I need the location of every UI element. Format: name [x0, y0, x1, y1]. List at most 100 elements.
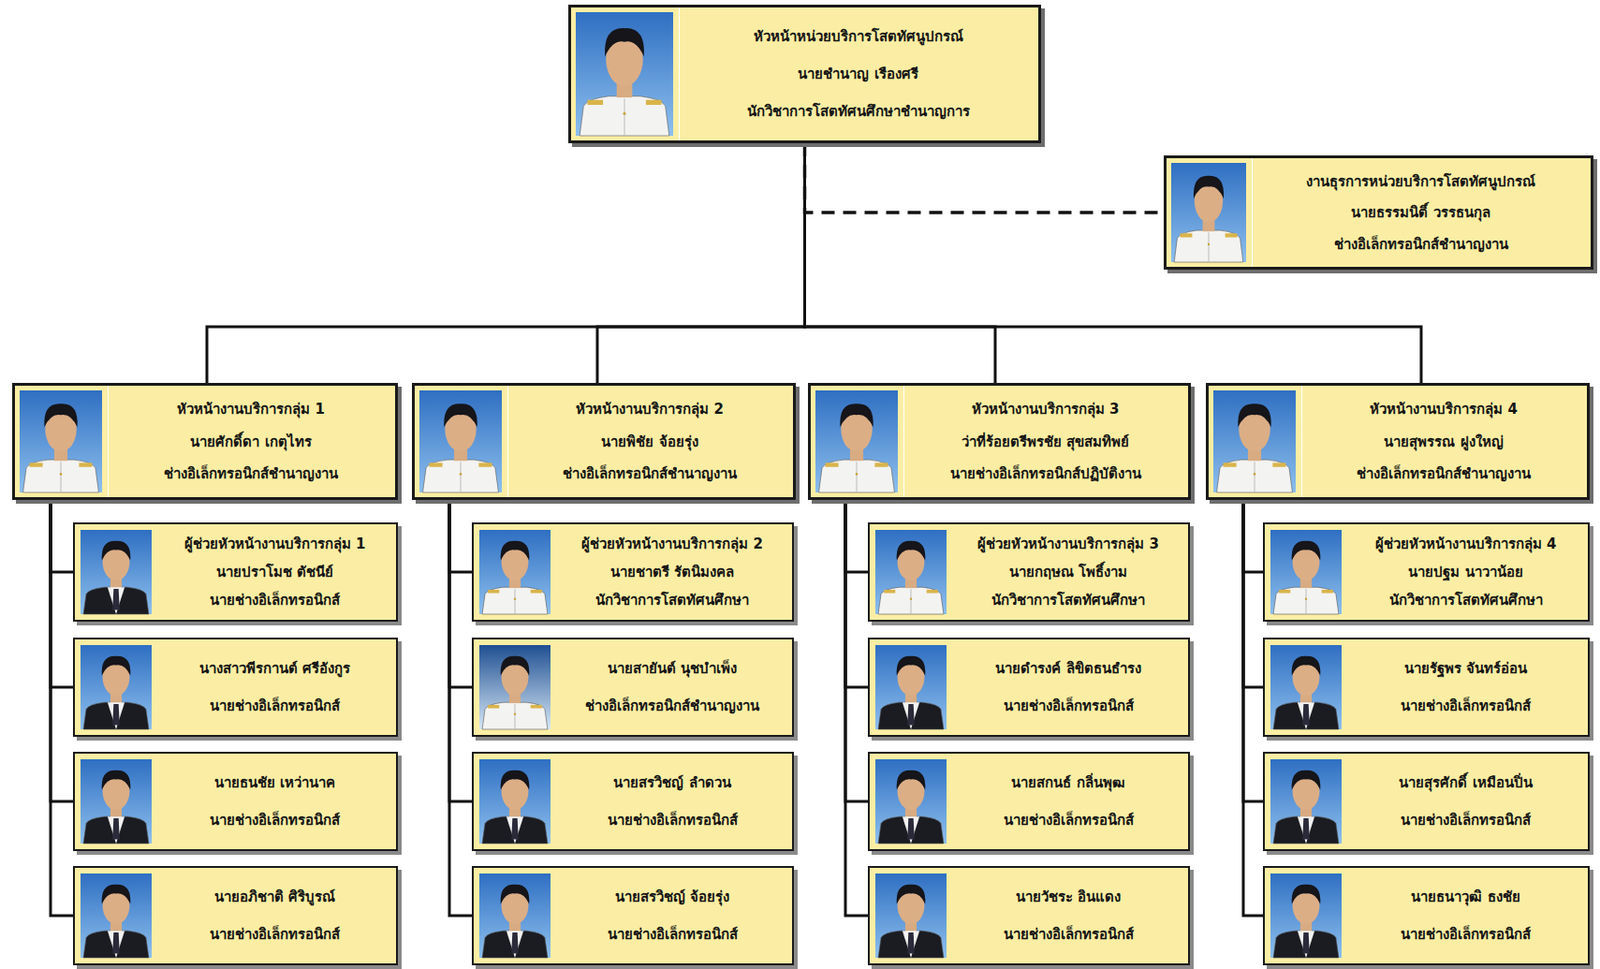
position-title: ผู้ช่วยหัวหน้างานบริการกลุ่ม 3	[977, 535, 1160, 553]
staff-text: นายอภิชาติ ศิริบูรณ์	[214, 888, 336, 906]
org-connector	[845, 499, 868, 688]
staff-box: นายอภิชาติ ศิริบูรณ์นายช่างอิเล็กทรอนิกส…	[73, 866, 398, 966]
staff-text: นายรัฐพร จันทร์อ่อน	[1404, 660, 1527, 677]
staff-text: นายช่างอิเล็กทรอนิกส์	[1400, 811, 1531, 829]
head-box: หัวหน้างานบริการกลุ่ม 2 นายพิชัย จ้อยรุ่ง…	[411, 382, 796, 500]
staff-text: ช่างอิเล็กทรอนิกส์ชำนาญงาน	[163, 465, 338, 483]
staff-text: ช่างอิเล็กทรอนิกส์ชำนาญงาน	[585, 697, 760, 715]
org-connector	[845, 499, 868, 802]
staff-text: นายชำนาญ เรืองศรี	[797, 65, 918, 83]
dashed-connector	[805, 143, 1165, 213]
org-connector	[449, 499, 472, 688]
head-box: หัวหน้างานบริการกลุ่ม 3ว่าที่ร้อยตรีพรชั…	[807, 382, 1191, 500]
staff-text: นักวิชาการโสตทัศนศึกษา	[991, 591, 1145, 609]
head-box: งานธุรการหน่วยบริการโสตทัศนูปกรณ์นายธรรม…	[1163, 155, 1594, 270]
text-area: นายดำรงค์ ลิขิตธนธำรงนายช่างอิเล็กทรอนิก…	[954, 639, 1183, 735]
org-connector	[50, 499, 74, 802]
text-area: นายสกนธ์ กลิ่นพุฒนายช่างอิเล็กทรอนิกส์	[954, 753, 1183, 850]
staff-box: นายรัฐพร จันทร์อ่อนนายช่างอิเล็กทรอนิกส์	[1262, 637, 1590, 737]
org-connector	[597, 143, 806, 383]
staff-text: นายสรวิชญ์ จ้อยรุ่ง	[615, 888, 730, 906]
text-area: นายธนาวุฒิ ธงชัยนายช่างอิเล็กทรอนิกส์	[1349, 867, 1583, 964]
text-area: นายสรวิชญ์ ลำดวนนายช่างอิเล็กทรอนิกส์	[557, 753, 787, 850]
org-connector	[1243, 499, 1263, 688]
position-title: หัวหน้างานบริการกลุ่ม 4	[1369, 400, 1518, 418]
staff-text: นายช่างอิเล็กทรอนิกส์	[607, 811, 738, 829]
staff-text: นางสาวพีรกานต์ ศรีอังกูร	[199, 660, 351, 677]
staff-text: นายธนชัย เหว่านาค	[214, 774, 336, 792]
staff-text: นายสายันต์ นุชบำเพ็ง	[607, 660, 737, 677]
position-title: ผู้ช่วยหัวหน้างานบริการกลุ่ม 4	[1375, 535, 1557, 553]
staff-box: ผู้ช่วยหัวหน้างานบริการกลุ่ม 4นายปฐม นาว…	[1262, 522, 1590, 622]
staff-text: ช่างอิเล็กทรอนิกส์ชำนาญงาน	[1356, 465, 1531, 483]
org-connector	[845, 499, 868, 916]
staff-text: นายช่างอิเล็กทรอนิกส์	[1003, 925, 1134, 943]
org-connector	[449, 499, 472, 573]
staff-box: นางสาวพีรกานต์ ศรีอังกูรนายช่างอิเล็กทรอ…	[73, 637, 398, 737]
staff-text: นายพิชัย จ้อยรุ่ง	[601, 433, 698, 451]
org-connector	[50, 499, 74, 688]
text-area: นายอภิชาติ ศิริบูรณ์นายช่างอิเล็กทรอนิกส…	[159, 867, 391, 964]
staff-text: นายดำรงค์ ลิขิตธนธำรง	[995, 660, 1141, 677]
text-area: หัวหน้างานบริการกลุ่ม 2 นายพิชัย จ้อยรุ่ง…	[510, 385, 790, 498]
staff-text: นายธรรมนิติ์ วรรธนกุล	[1350, 204, 1490, 221]
staff-box: นายวัชระ อินแดงนายช่างอิเล็กทรอนิกส์	[867, 866, 1190, 966]
staff-text: นายช่างอิเล็กทรอนิกส์ปฏิบัติงาน	[950, 465, 1142, 483]
text-area: นายสรวิชญ์ จ้อยรุ่งนายช่างอิเล็กทรอนิกส์	[557, 867, 787, 964]
staff-text: ว่าที่ร้อยตรีพรชัย สุขสมทิพย์	[961, 433, 1130, 451]
text-area: ผู้ช่วยหัวหน้างานบริการกลุ่ม 1นายปราโมช …	[159, 524, 391, 620]
staff-box: นายดำรงค์ ลิขิตธนธำรงนายช่างอิเล็กทรอนิก…	[867, 637, 1190, 737]
staff-text: นายช่างอิเล็กทรอนิกส์	[209, 811, 340, 829]
staff-text: นายวัชระ อินแดง	[1015, 888, 1121, 906]
org-connector	[1243, 499, 1263, 916]
head-box: หัวหน้าหน่วยบริการโสตทัศนูปกรณ์นายชำนาญ …	[568, 4, 1042, 144]
text-area: ผู้ช่วยหัวหน้างานบริการกลุ่ม 2นายชาตรี ร…	[557, 524, 787, 620]
staff-text: นายสรวิชญ์ ลำดวน	[613, 774, 731, 792]
staff-box: ผู้ช่วยหัวหน้างานบริการกลุ่ม 1นายปราโมช …	[73, 522, 398, 622]
staff-text: นายช่างอิเล็กทรอนิกส์	[607, 925, 738, 943]
head-box: หัวหน้างานบริการกลุ่ม 1นายศักดิ์ดา เกตุไ…	[12, 382, 398, 500]
text-area: นายธนชัย เหว่านาคนายช่างอิเล็กทรอนิกส์	[159, 753, 391, 850]
org-connector	[449, 499, 472, 802]
org-connector	[50, 499, 74, 573]
text-area: งานธุรการหน่วยบริการโสตทัศนูปกรณ์นายธรรม…	[1254, 158, 1587, 267]
staff-box: นายสรวิชญ์ ลำดวนนายช่างอิเล็กทรอนิกส์	[471, 751, 794, 852]
staff-box: นายธนชัย เหว่านาคนายช่างอิเล็กทรอนิกส์	[73, 751, 398, 852]
staff-box: ผู้ช่วยหัวหน้างานบริการกลุ่ม 3 นายกฤษณ โพ…	[867, 522, 1190, 622]
staff-text: ช่างอิเล็กทรอนิกส์ชำนาญงาน	[562, 465, 737, 483]
staff-text: นายกฤษณ โพธิ์งาม	[1009, 563, 1128, 581]
head-box: หัวหน้างานบริการกลุ่ม 4 นายสุพรรณ ฝูงใหญ่…	[1205, 382, 1590, 500]
staff-text: นายช่างอิเล็กทรอนิกส์	[209, 697, 340, 715]
text-area: นายสุรศักดิ์ เหมือนปิ่นนายช่างอิเล็กทรอน…	[1349, 753, 1583, 850]
text-area: ผู้ช่วยหัวหน้างานบริการกลุ่ม 3 นายกฤษณ โพ…	[954, 524, 1183, 620]
text-area: นายสายันต์ นุชบำเพ็งช่างอิเล็กทรอนิกส์ชำ…	[557, 639, 787, 735]
staff-text: นายชาตรี รัตนิมงคล	[610, 563, 734, 581]
staff-text: นักวิชาการโสตทัศนศึกษาชำนาญการ	[747, 102, 970, 120]
staff-text: นายช่างอิเล็กทรอนิกส์	[209, 925, 340, 943]
org-connector	[206, 143, 806, 383]
position-title: หัวหน้าหน่วยบริการโสตทัศนูปกรณ์	[753, 28, 964, 45]
text-area: ผู้ช่วยหัวหน้างานบริการกลุ่ม 4นายปฐม นาว…	[1349, 524, 1583, 620]
org-connector	[50, 499, 74, 916]
staff-box: นายสรวิชญ์ จ้อยรุ่งนายช่างอิเล็กทรอนิกส์	[471, 866, 794, 966]
staff-text: นายศักดิ์ดา เกตุไทร	[190, 433, 311, 451]
staff-box: นายธนาวุฒิ ธงชัยนายช่างอิเล็กทรอนิกส์	[1262, 866, 1590, 966]
staff-box: นายสายันต์ นุชบำเพ็งช่างอิเล็กทรอนิกส์ชำ…	[471, 637, 794, 737]
org-connector	[805, 143, 997, 383]
position-title: ผู้ช่วยหัวหน้างานบริการกลุ่ม 1	[184, 535, 367, 553]
staff-text: นักวิชาการโสตทัศนศึกษา	[1389, 591, 1543, 609]
staff-box: ผู้ช่วยหัวหน้างานบริการกลุ่ม 2นายชาตรี ร…	[471, 522, 794, 622]
staff-text: นายสุรศักดิ์ เหมือนปิ่น	[1398, 774, 1532, 792]
staff-text: นายช่างอิเล็กทรอนิกส์	[1003, 811, 1134, 829]
text-area: หัวหน้าหน่วยบริการโสตทัศนูปกรณ์นายชำนาญ …	[681, 7, 1035, 141]
text-area: หัวหน้างานบริการกลุ่ม 4 นายสุพรรณ ฝูงใหญ่…	[1304, 385, 1584, 498]
staff-text: นายสุพรรณ ฝูงใหญ่	[1383, 433, 1503, 451]
position-title: หัวหน้างานบริการกลุ่ม 2	[575, 400, 724, 418]
org-connector	[845, 499, 868, 573]
text-area: นายวัชระ อินแดงนายช่างอิเล็กทรอนิกส์	[954, 867, 1183, 964]
staff-text: นายสกนธ์ กลิ่นพุฒ	[1011, 774, 1125, 792]
org-connector	[1243, 499, 1263, 573]
org-connector	[449, 499, 472, 916]
text-area: หัวหน้างานบริการกลุ่ม 3ว่าที่ร้อยตรีพรชั…	[906, 385, 1185, 498]
text-area: หัวหน้างานบริการกลุ่ม 1นายศักดิ์ดา เกตุไ…	[110, 385, 392, 498]
